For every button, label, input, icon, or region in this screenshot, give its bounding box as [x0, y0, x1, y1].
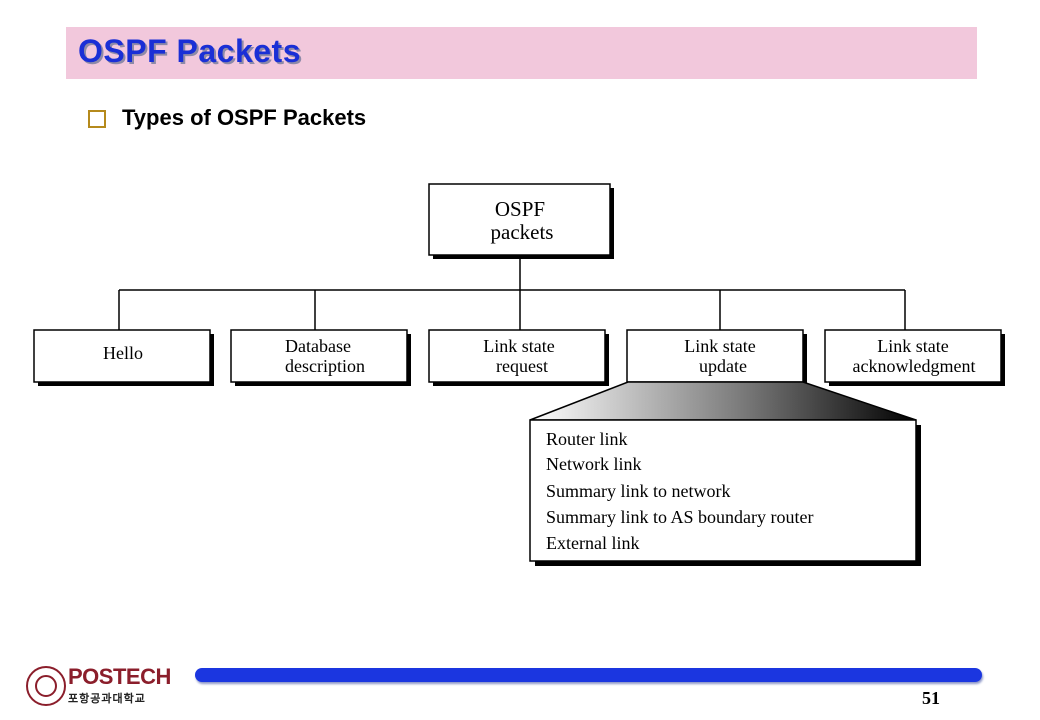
detail-item: Router link: [546, 429, 628, 449]
title-bar: OSPF Packets: [66, 27, 977, 79]
detail-item: External link: [546, 533, 639, 553]
bullet-text: Types of OSPF Packets: [122, 105, 367, 130]
child-label-line1: Link state: [877, 336, 948, 356]
logo-wordmark: POSTECH: [68, 664, 171, 689]
detail-item: Network link: [546, 454, 641, 474]
child-node-database-description: Database description: [230, 329, 411, 386]
university-seal-icon: [26, 666, 66, 706]
footer-bar: [195, 668, 982, 682]
child-node-link-state-update: Link state update: [626, 329, 807, 386]
child-node-link-state-acknowledgment: Link state acknowledgment: [824, 329, 1005, 386]
seal-inner-ring: [35, 675, 57, 697]
detail-item: Summary link to network: [546, 481, 730, 501]
child-node-hello: Hello: [33, 329, 214, 386]
postech-logo: POSTECH 포항공과대학교: [26, 664, 176, 710]
child-label-line2: request: [496, 356, 548, 376]
expansion-fan: [529, 381, 917, 421]
square-bullet-icon: [88, 110, 106, 128]
child-label-line1: Hello: [103, 343, 143, 363]
child-label-line1: Database: [285, 336, 351, 356]
logo-subtext: 포항공과대학교: [68, 692, 146, 705]
tree-connectors: [118, 255, 906, 330]
child-label-line2: update: [699, 356, 747, 376]
child-label-line2: description: [285, 356, 365, 376]
root-line2: packets: [491, 220, 554, 244]
child-label-line1: Link state: [684, 336, 755, 356]
page-number: 51: [922, 688, 940, 708]
update-detail-box: Router link Network link Summary link to…: [529, 419, 921, 566]
slide-title: OSPF Packets: [78, 33, 301, 69]
root-node: OSPF packets: [428, 183, 614, 259]
root-line1: OSPF: [495, 197, 545, 221]
child-label-line2: acknowledgment: [853, 356, 976, 376]
child-label-line1: Link state: [483, 336, 554, 356]
detail-item: Summary link to AS boundary router: [546, 507, 813, 527]
child-node-link-state-request: Link state request: [428, 329, 609, 386]
